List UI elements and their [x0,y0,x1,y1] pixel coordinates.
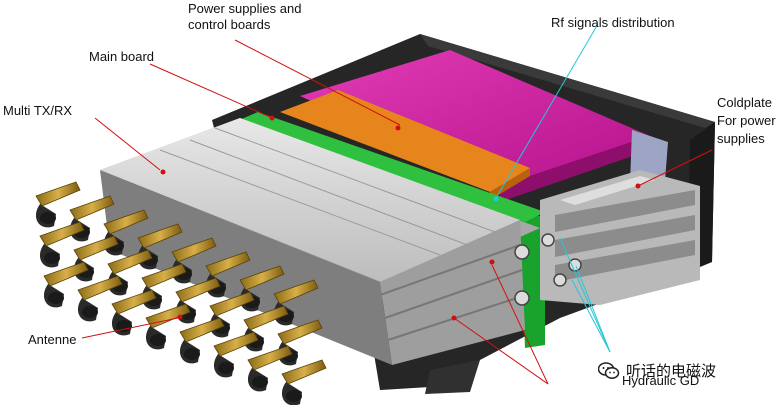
main-board-top-edge [235,112,545,222]
leader-hydraulic-b [453,317,549,385]
rf-distribution-board [300,50,650,186]
antenna-element [43,261,89,308]
leader-dots [160,115,641,321]
label-power-line1: Power supplies and [188,1,302,16]
antenna-element [111,289,157,336]
label-rf-distribution: Rf signals distribution [551,15,675,30]
label-coldplate: Coldplate For power supplies [717,94,776,148]
label-hydraulic: Hydraulic GD [622,373,700,388]
rf-board-side [500,136,650,202]
label-coldplate-line1: Coldplate [717,95,772,110]
antenna-element [247,345,293,392]
antenna-element [179,317,225,364]
antenna-element [39,221,85,268]
antenna-element [213,331,259,378]
leader-coldplate [639,149,713,186]
label-coldplate-line2: For power [717,113,776,128]
leader-rf-a [559,237,611,353]
leader-power [234,39,401,126]
connectors [514,233,582,306]
watermark: 听话的电磁波 [598,360,716,381]
label-multi-txrx: Multi TX/RX [3,103,73,118]
label-antenne: Antenne [28,332,77,347]
antenna-element [281,359,327,405]
leader-rf [495,23,599,199]
txrx-module-stack [100,118,540,365]
antenna-element [77,275,123,322]
leader-lines [81,23,713,385]
leader-main-board [149,63,271,118]
label-power-supplies: Power supplies and control boards [188,1,301,33]
label-main-board: Main board [89,49,155,64]
right-rack [540,170,700,305]
leader-hydraulic-a [491,264,549,385]
antenna-element [277,319,323,366]
label-coldplate-line3: supplies [717,131,765,146]
leader-antenne [81,317,179,339]
antenna-element [35,181,81,228]
wechat-icon [598,361,620,379]
watermark-text: 听话的电磁波 [626,362,717,380]
power-supply-board [280,90,530,192]
leader-rf-b [571,279,611,353]
leader-multi [94,117,161,171]
label-power-line2: control boards [188,17,271,32]
leader-rf-c [575,265,611,353]
antenna-array [35,181,327,405]
